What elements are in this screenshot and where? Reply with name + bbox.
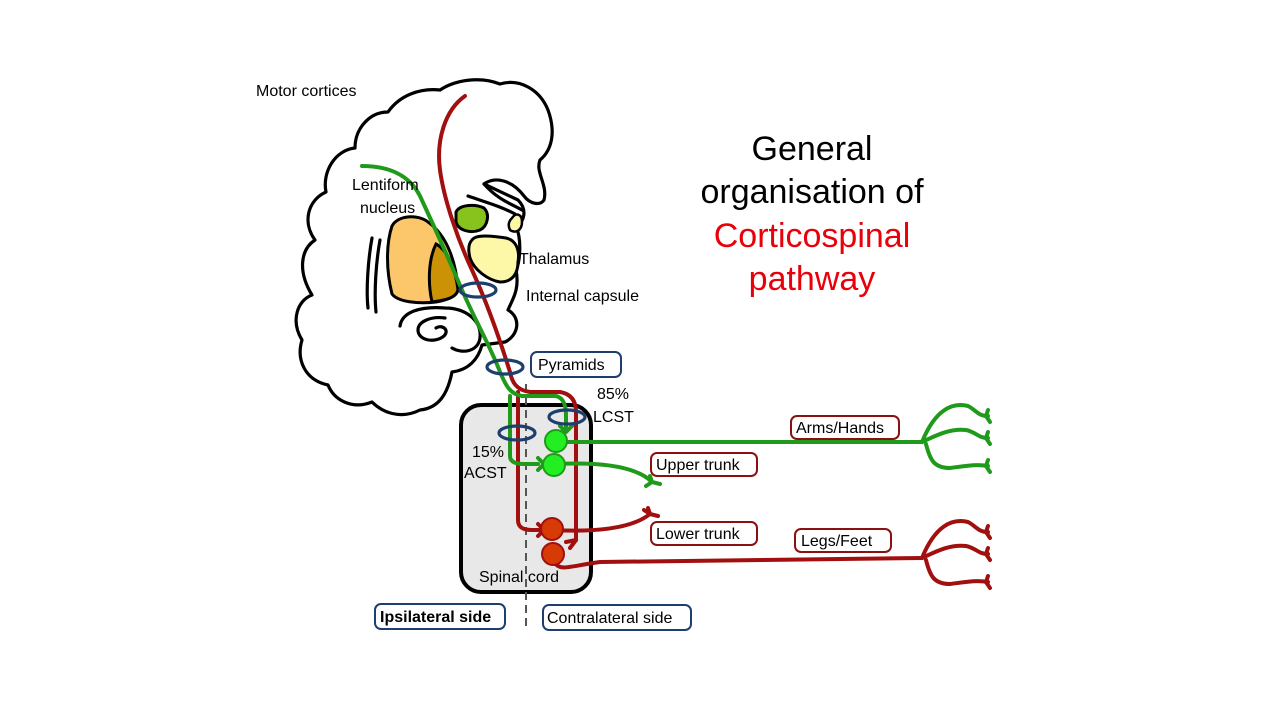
green-motor-neuron-upper-trunk (542, 453, 566, 477)
internal-capsule-label: Internal capsule (526, 288, 639, 305)
upper-trunk-terminal (644, 474, 662, 488)
red-axon-legs (552, 556, 924, 570)
legs-feet-branches (920, 519, 992, 590)
upper-trunk-label: Upper trunk (656, 457, 741, 474)
legs-feet-label: Legs/Feet (801, 533, 873, 550)
lentiform-label-line1: Lentiform (352, 177, 419, 194)
internal-capsule-ring (458, 281, 498, 299)
sulcus-line (482, 182, 524, 212)
arms-hands-label-box (790, 415, 900, 440)
lentiform-label-line2: nucleus (360, 200, 415, 217)
spinal-cord-label: Spinal cord (479, 569, 559, 586)
lower-trunk-label: Lower trunk (656, 526, 741, 543)
title-line-1: General (752, 130, 873, 168)
pyramids-label: Pyramids (538, 357, 605, 374)
lcst-percent-label: 85% (597, 386, 629, 403)
lower-trunk-terminal (642, 506, 660, 518)
motor-cortices-label: Motor cortices (256, 83, 356, 100)
green-tract-ipsilateral-branch (508, 394, 540, 466)
ipsilateral-label-box (374, 603, 506, 630)
green-axon-upper-trunk (554, 461, 654, 484)
sulcus-line-2 (466, 194, 517, 216)
acst-ring (497, 424, 537, 442)
title-line-3: Corticospinal (714, 217, 911, 255)
contralateral-label: Contralateral side (547, 610, 673, 627)
pyramids-ring (485, 358, 525, 376)
red-synapse-terminal-2 (564, 538, 578, 550)
title-line-4: pathway (749, 260, 876, 298)
title-line-2: organisation of (700, 173, 924, 211)
thalamus-label: Thalamus (519, 251, 589, 268)
acst-label: ACST (464, 465, 507, 482)
green-tract-main (360, 164, 568, 430)
caudate-nucleus (454, 203, 489, 234)
arms-hands-branches (920, 403, 992, 474)
ipsilateral-label: Ipsilateral side (380, 609, 491, 626)
brain-outline (294, 78, 554, 417)
lower-trunk-label-box (650, 521, 758, 546)
red-tract-ipsilateral-branch (516, 390, 542, 532)
ventricle-line-2 (373, 238, 382, 314)
lcst-ring (547, 408, 587, 426)
spinal-cord-box (459, 403, 593, 594)
red-tract-main (437, 94, 578, 542)
red-motor-neuron-lower-trunk (540, 517, 564, 541)
lcst-label: LCST (593, 409, 634, 426)
legs-feet-label-box (794, 528, 892, 553)
green-synapse-terminal-1 (558, 424, 574, 434)
ventricle-line-1 (365, 236, 374, 310)
acst-percent-label: 15% (472, 444, 504, 461)
pyramids-label-box (530, 351, 622, 378)
red-axon-lower-trunk (550, 512, 652, 533)
red-motor-neuron-legs (541, 542, 565, 566)
thalamus (467, 234, 520, 284)
contralateral-label-box (542, 604, 692, 631)
arms-hands-label: Arms/Hands (796, 420, 884, 437)
green-motor-neuron-arms (544, 429, 568, 453)
small-thalamic-nucleus (507, 213, 524, 233)
upper-trunk-label-box (650, 452, 758, 477)
hippocampus-spiral (398, 306, 482, 353)
